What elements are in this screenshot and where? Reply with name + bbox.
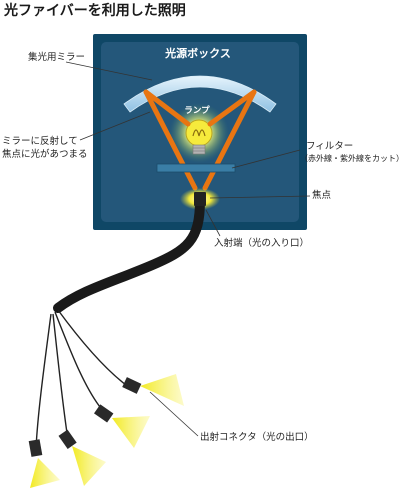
filter-bar — [156, 163, 236, 173]
filter-note-label: （赤外線・紫外線をカット） — [300, 154, 400, 163]
fiber-strands — [35, 309, 131, 449]
optical-fiber-bundle — [53, 195, 205, 313]
condensing-mirror — [123, 75, 277, 113]
mirror-label: 集光用ミラー — [28, 52, 86, 63]
fiber-entrance-ferrule — [194, 192, 206, 206]
connector-label: 出射コネクタ（光の出口） — [200, 432, 314, 443]
filter-label: フィルター — [306, 141, 354, 152]
entrance-label: 入射端（光の入り口） — [214, 238, 310, 249]
light-source-box-title: 光源ボックス — [165, 47, 231, 60]
lamp-base — [192, 144, 206, 155]
leader-lines — [65, 61, 311, 437]
lamp-label: ランプ — [184, 106, 210, 116]
reflect-label-line1: ミラーに反射して — [2, 136, 78, 147]
output-connector-3 — [58, 429, 106, 486]
output-connector-4 — [28, 439, 60, 488]
page-title: 光ファイバーを利用した照明 — [4, 3, 186, 19]
lamp-filament — [192, 129, 206, 137]
reflect-label-line2: 焦点に光があつまる — [2, 149, 88, 160]
focus-label: 焦点 — [312, 190, 332, 201]
output-connector-1 — [122, 374, 184, 406]
output-connector-2 — [94, 404, 150, 448]
